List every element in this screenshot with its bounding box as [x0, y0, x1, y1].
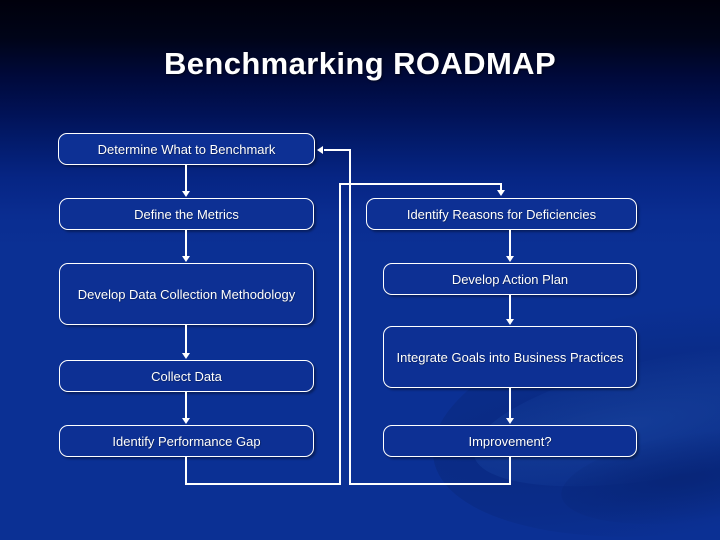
connector-gap-to-reasons-drop-line: [500, 183, 502, 191]
flow-node-develop-action-plan[interactable]: Develop Action Plan: [383, 263, 637, 295]
connector-collect-to-identify-gap-line: [185, 392, 187, 419]
connector-define-to-develop-arrowhead: [182, 256, 190, 262]
connector-gap-to-reasons-down-line: [185, 457, 187, 485]
connector-action-plan-to-integrate-line: [509, 295, 511, 320]
page-title: Benchmarking ROADMAP: [163, 46, 557, 81]
connector-determine-to-define-line: [185, 165, 187, 192]
connector-gap-to-reasons-across-line: [185, 483, 341, 485]
flow-node-integrate-goals-into-business-practices[interactable]: Integrate Goals into Business Practices: [383, 326, 637, 388]
connector-reasons-to-action-plan-arrowhead: [506, 256, 514, 262]
connector-collect-to-identify-gap-arrowhead: [182, 418, 190, 424]
connector-develop-to-collect-arrowhead: [182, 353, 190, 359]
connector-gap-to-reasons-up-line: [339, 183, 341, 485]
connector-gap-to-reasons-arrowhead: [497, 190, 505, 196]
flow-node-identify-reasons-for-deficiencies[interactable]: Identify Reasons for Deficiencies: [366, 198, 637, 230]
connector-gap-to-reasons-top-line: [339, 183, 502, 185]
connector-improvement-feedback-top-line: [324, 149, 351, 151]
flow-node-develop-data-collection-methodology[interactable]: Develop Data Collection Methodology: [59, 263, 314, 325]
connector-improvement-feedback-across-line: [349, 483, 511, 485]
connector-improvement-feedback-up-line: [349, 149, 351, 485]
connector-develop-to-collect-line: [185, 325, 187, 354]
connector-action-plan-to-integrate-arrowhead: [506, 319, 514, 325]
flow-node-determine-what-to-benchmark[interactable]: Determine What to Benchmark: [58, 133, 315, 165]
flow-node-identify-performance-gap[interactable]: Identify Performance Gap: [59, 425, 314, 457]
connector-reasons-to-action-plan-line: [509, 230, 511, 257]
connector-improvement-feedback-arrowhead: [317, 146, 323, 154]
background-swoosh-outer: [415, 257, 720, 540]
connector-define-to-develop-line: [185, 230, 187, 257]
connector-determine-to-define-arrowhead: [182, 191, 190, 197]
connector-integrate-to-improvement-arrowhead: [506, 418, 514, 424]
flow-node-improvement[interactable]: Improvement?: [383, 425, 637, 457]
connector-integrate-to-improvement-line: [509, 388, 511, 418]
flow-node-define-the-metrics[interactable]: Define the Metrics: [59, 198, 314, 230]
flow-node-collect-data[interactable]: Collect Data: [59, 360, 314, 392]
connector-improvement-feedback-down-line: [509, 457, 511, 485]
